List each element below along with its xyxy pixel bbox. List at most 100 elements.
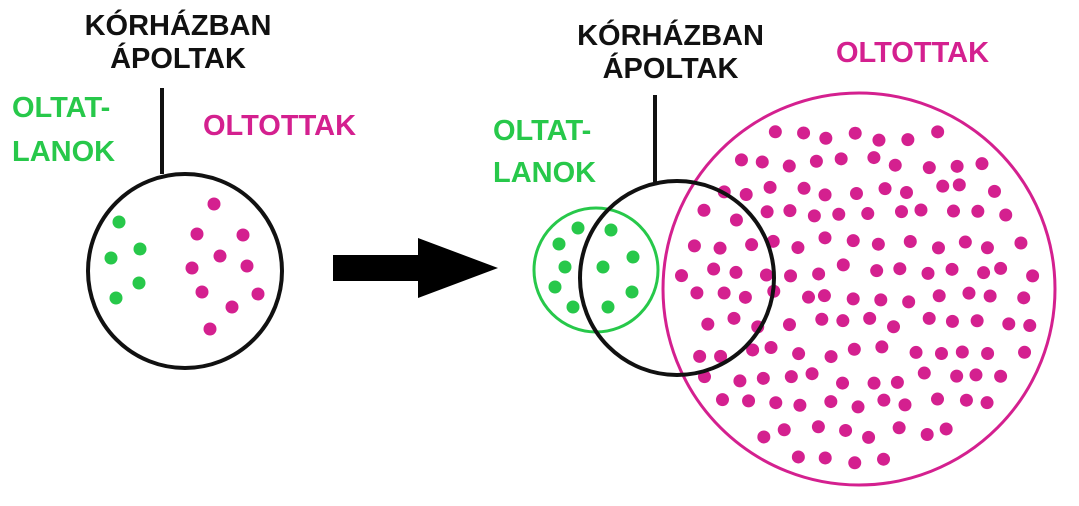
vaccinated-dot [782, 159, 796, 173]
unvaccinated-dot [604, 223, 618, 237]
vaccinated-dot [836, 314, 850, 328]
vaccinated-dot [936, 179, 950, 193]
label-line: KÓRHÁZBAN [84, 10, 272, 42]
vaccinated-dot [971, 204, 985, 218]
vaccinated-dot [713, 241, 727, 255]
vaccinated-dot [818, 188, 832, 202]
vaccinated-dot [863, 311, 877, 325]
vaccinated-dot [894, 205, 908, 219]
vaccinated-dot [945, 262, 959, 276]
vaccinated-dot [729, 213, 743, 227]
vaccinated-dot [900, 186, 914, 200]
vaccinated-dot [818, 231, 832, 245]
unvaccinated-dot [596, 260, 610, 274]
vaccinated-dot [898, 398, 912, 412]
vaccinated-dot [1018, 345, 1032, 359]
vaccinated-dot [768, 125, 782, 139]
vaccinated-dot [733, 374, 747, 388]
vaccinated-dot [987, 184, 1001, 198]
vaccinated-dot [213, 249, 227, 263]
vaccinated-dot [777, 423, 791, 437]
vaccinated-dot [815, 312, 829, 326]
vaccinated-dot [690, 286, 704, 300]
vaccinated-dot [945, 314, 959, 328]
vaccinated-dot [939, 422, 953, 436]
vaccinated-dot [251, 287, 265, 301]
label-line: ÁPOLTAK [110, 43, 246, 75]
vaccinated-dot [687, 239, 701, 253]
unvaccinated-dot [109, 291, 123, 305]
vaccinated-dot [240, 259, 254, 273]
vaccinated-dot [917, 366, 931, 380]
vaccinated-dot [697, 203, 711, 217]
vaccinated-dot [1017, 291, 1031, 305]
vaccinated-dot [870, 264, 884, 278]
unvaccinated-dot [571, 221, 585, 235]
vaccinated-dot [950, 159, 964, 173]
vaccinated-dot [946, 204, 960, 218]
vaccinated-dot [811, 420, 825, 434]
vaccinated-dot [836, 258, 850, 272]
vaccinated-dot [871, 237, 885, 251]
vaccinated-dot [185, 261, 199, 275]
vaccinated-dot [809, 154, 823, 168]
vaccinated-dot [901, 133, 915, 147]
vaccinated-dot [909, 345, 923, 359]
vaccinated-dot [727, 311, 741, 325]
vaccinated-dot [792, 347, 806, 361]
vaccinated-dot [914, 203, 928, 217]
vaccinated-dot [769, 396, 783, 410]
vaccinated-dot [874, 293, 888, 307]
unvaccinated-dot [133, 242, 147, 256]
vaccinated-dot [797, 181, 811, 195]
vaccinated-dot [236, 228, 250, 242]
vaccinated-dot [867, 151, 881, 165]
vaccinated-dot [793, 398, 807, 412]
vaccinated-dot [819, 131, 833, 145]
vaccinated-dot [921, 266, 935, 280]
vaccinated-dot [958, 235, 972, 249]
vaccinated-dot [861, 207, 875, 221]
vaccinated-dot [983, 289, 997, 303]
vaccinated-dot [824, 395, 838, 409]
vaccinated-dot [791, 450, 805, 464]
vaccinated-dot [824, 350, 838, 364]
before-hospitalized-circle [86, 172, 284, 370]
unvaccinated-dot [548, 280, 562, 294]
label-line: LANOK [493, 157, 597, 189]
vaccinated-dot [892, 421, 906, 435]
before-unvaccinated-label: OLTAT- LANOK [12, 92, 115, 169]
vaccinated-dot [1014, 236, 1028, 250]
vaccinated-dot [847, 342, 861, 356]
vaccinated-dot [849, 186, 863, 200]
vaccinated-dot [738, 290, 752, 304]
vaccinated-dot [675, 269, 689, 283]
vaccinated-dot [190, 227, 204, 241]
vaccinated-dot [742, 394, 756, 408]
vaccinated-dot [834, 152, 848, 166]
after-vaccinated-label: OLTOTTAK [836, 37, 990, 69]
label-line: KÓRHÁZBAN [577, 20, 764, 52]
vaccinated-dot [980, 396, 994, 410]
vaccinated-dot [862, 430, 876, 444]
vaccinated-dot [739, 187, 753, 201]
vaccinated-dot [760, 205, 774, 219]
vaccinated-dot [693, 349, 707, 363]
vaccinated-dot [195, 285, 209, 299]
vaccinated-dot [959, 393, 973, 407]
vaccinated-dot [922, 161, 936, 175]
vaccinated-dot [225, 300, 239, 314]
unvaccinated-dot [601, 300, 615, 314]
vaccinated-dot [764, 341, 778, 355]
vaccinated-dot [955, 345, 969, 359]
vaccinated-dot [1002, 317, 1016, 331]
label-line: ÁPOLTAK [602, 53, 739, 85]
vaccinated-dot [877, 452, 891, 466]
vaccinated-dot [784, 370, 798, 384]
vaccinated-dot [932, 289, 946, 303]
vaccinated-dot [950, 369, 964, 383]
vaccinated-dot [701, 317, 715, 331]
vaccinated-dot [759, 268, 773, 282]
vaccinated-dot [867, 376, 881, 390]
